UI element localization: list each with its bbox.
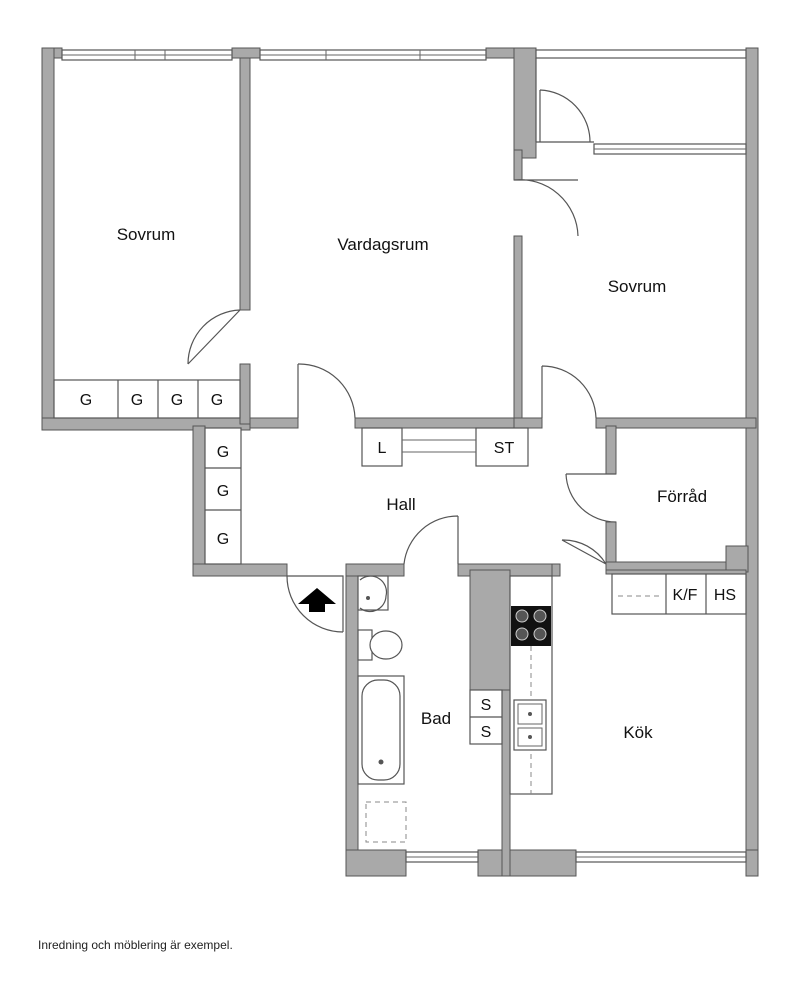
wardrobe-label: G <box>171 392 183 409</box>
room-hall: Hall <box>386 495 415 514</box>
doors <box>187 89 617 633</box>
exterior-walls <box>41 47 759 877</box>
kf-label: K/F <box>673 587 698 604</box>
room-vardagsrum: Vardagsrum <box>337 235 428 254</box>
bathroom-fixtures <box>357 575 407 843</box>
linen-storage <box>361 427 529 467</box>
wardrobe-label: G <box>217 483 229 500</box>
wardrobes-bedroom-left <box>53 379 241 419</box>
entrance-arrow-icon <box>298 588 336 612</box>
room-forrad: Förråd <box>657 487 707 506</box>
footnote: Inredning och möblering är exempel. <box>38 938 233 952</box>
kitchen-counter <box>509 575 553 795</box>
toilet-icon <box>357 629 403 661</box>
room-sovrum-right: Sovrum <box>608 277 667 296</box>
balcony <box>535 58 594 143</box>
room-sovrum-left: Sovrum <box>117 225 176 244</box>
shaft-label: S <box>481 697 492 714</box>
washing-machine-placeholder <box>365 801 407 843</box>
wardrobe-label: G <box>211 392 223 409</box>
wardrobes-hall <box>204 427 242 565</box>
wardrobe-label: G <box>131 392 143 409</box>
interior-walls <box>239 57 757 877</box>
linen-label: L <box>378 440 387 457</box>
sink-icon <box>513 699 547 751</box>
wardrobe-label: G <box>217 444 229 461</box>
room-labels: Sovrum Vardagsrum Sovrum Hall Förråd Bad… <box>117 225 707 742</box>
room-kok: Kök <box>623 723 653 742</box>
hs-label: HS <box>714 587 736 604</box>
windows <box>61 49 747 863</box>
wardrobe-label: G <box>217 531 229 548</box>
shaft-label: S <box>481 724 492 741</box>
wardrobe-label: G <box>80 392 92 409</box>
fixture-labels: G G G G G G G L ST K/F HS S S <box>80 392 736 741</box>
room-bad: Bad <box>421 709 451 728</box>
shafts <box>469 689 503 745</box>
bathtub-icon <box>357 675 405 785</box>
kitchen-cabinets <box>611 573 747 615</box>
storage-label: ST <box>494 440 515 457</box>
